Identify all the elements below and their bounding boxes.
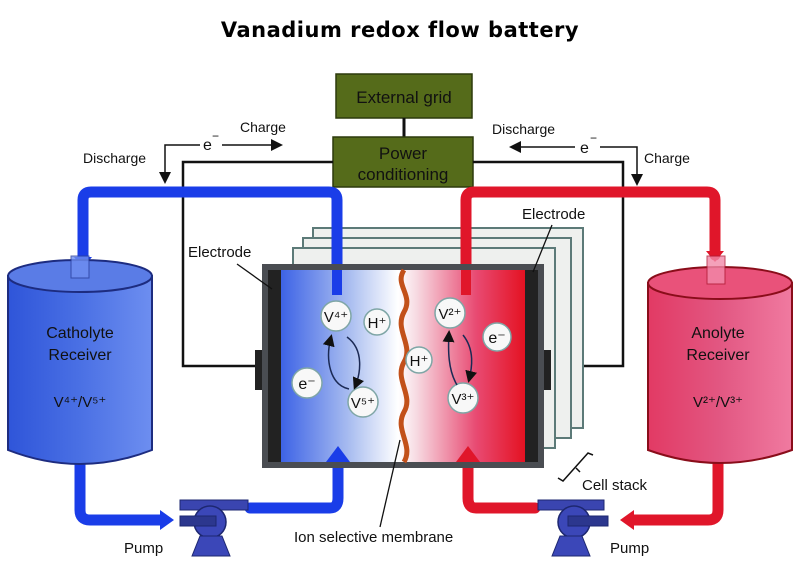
anolyte-species: V²⁺/V³⁺ bbox=[693, 394, 743, 411]
anolyte-label-1: Anolyte bbox=[691, 325, 744, 342]
power-label: Power bbox=[379, 144, 428, 163]
conditioning-label: conditioning bbox=[358, 165, 449, 184]
right-electron-superscript: − bbox=[590, 131, 597, 145]
svg-text:e⁻: e⁻ bbox=[298, 376, 315, 393]
svg-text:V²⁺: V²⁺ bbox=[439, 306, 462, 323]
catholyte-tank: Catholyte Receiver V⁴⁺/V⁵⁺ bbox=[7, 255, 153, 465]
power-conditioning-box: Power conditioning bbox=[332, 136, 474, 188]
anolyte-label-2: Receiver bbox=[686, 347, 750, 364]
anolyte-pump-arrow bbox=[620, 510, 634, 530]
ions-catholyte: V⁴⁺ V⁵⁺ H⁺ e⁻ bbox=[291, 300, 391, 418]
electron-left: e⁻ bbox=[291, 367, 323, 399]
catholyte-label-1: Catholyte bbox=[46, 325, 114, 342]
left-pump bbox=[179, 499, 249, 557]
ion-v4: V⁴⁺ bbox=[320, 300, 352, 332]
left-discharge-label: Discharge bbox=[83, 150, 146, 166]
catholyte-species: V⁴⁺/V⁵⁺ bbox=[54, 394, 107, 411]
ions-anolyte: V²⁺ V³⁺ H⁺ e⁻ bbox=[405, 297, 512, 414]
diagram-title: Vanadium redox flow battery bbox=[220, 18, 580, 42]
svg-text:V³⁺: V³⁺ bbox=[452, 391, 475, 408]
ion-v3: V³⁺ bbox=[447, 382, 479, 414]
svg-text:H⁺: H⁺ bbox=[410, 353, 429, 370]
right-pump-label: Pump bbox=[610, 540, 649, 557]
cell-stack-label: Cell stack bbox=[582, 477, 648, 494]
anolyte-tank: Anolyte Receiver V²⁺/V³⁺ bbox=[647, 255, 793, 464]
left-electron-label: e bbox=[203, 137, 212, 154]
catholyte-pipes bbox=[74, 186, 344, 526]
cell-stack-bracket bbox=[557, 452, 594, 482]
ion-h-right: H⁺ bbox=[405, 346, 433, 374]
ion-selective-membrane bbox=[398, 268, 410, 464]
anolyte-pipes bbox=[460, 186, 724, 526]
electron-right: e⁻ bbox=[482, 322, 512, 352]
oxidation-arrow bbox=[346, 336, 364, 390]
reduction-arrow bbox=[322, 334, 350, 390]
electrode-left-label: Electrode bbox=[188, 244, 251, 261]
electrode-right-label: Electrode bbox=[522, 206, 585, 223]
external-grid-box: External grid bbox=[335, 73, 473, 119]
left-charge-label: Charge bbox=[240, 119, 286, 135]
left-electron-flow: e − Charge Discharge bbox=[83, 119, 286, 184]
svg-text:e⁻: e⁻ bbox=[488, 330, 505, 347]
ion-v2: V²⁺ bbox=[434, 297, 466, 329]
left-electron-superscript: − bbox=[212, 129, 219, 143]
membrane-label: Ion selective membrane bbox=[294, 529, 453, 546]
right-charge-label: Charge bbox=[644, 150, 690, 166]
right-electron-label: e bbox=[580, 140, 589, 157]
svg-text:H⁺: H⁺ bbox=[368, 315, 387, 332]
external-grid-label: External grid bbox=[356, 88, 451, 107]
right-discharge-label: Discharge bbox=[492, 121, 555, 137]
electrochemical-cell bbox=[255, 264, 551, 468]
ion-h-left: H⁺ bbox=[363, 308, 391, 336]
left-terminal bbox=[255, 350, 262, 390]
svg-text:V⁴⁺: V⁴⁺ bbox=[324, 309, 348, 326]
catholyte-pump-arrow bbox=[160, 510, 174, 530]
right-electron-flow: e − Discharge Charge bbox=[492, 121, 690, 186]
right-terminal bbox=[544, 350, 551, 390]
catholyte-label-2: Receiver bbox=[48, 347, 112, 364]
ion-v5: V⁵⁺ bbox=[347, 386, 379, 418]
svg-text:V⁵⁺: V⁵⁺ bbox=[351, 395, 375, 412]
left-pump-label: Pump bbox=[124, 540, 163, 557]
right-pump bbox=[537, 499, 609, 557]
